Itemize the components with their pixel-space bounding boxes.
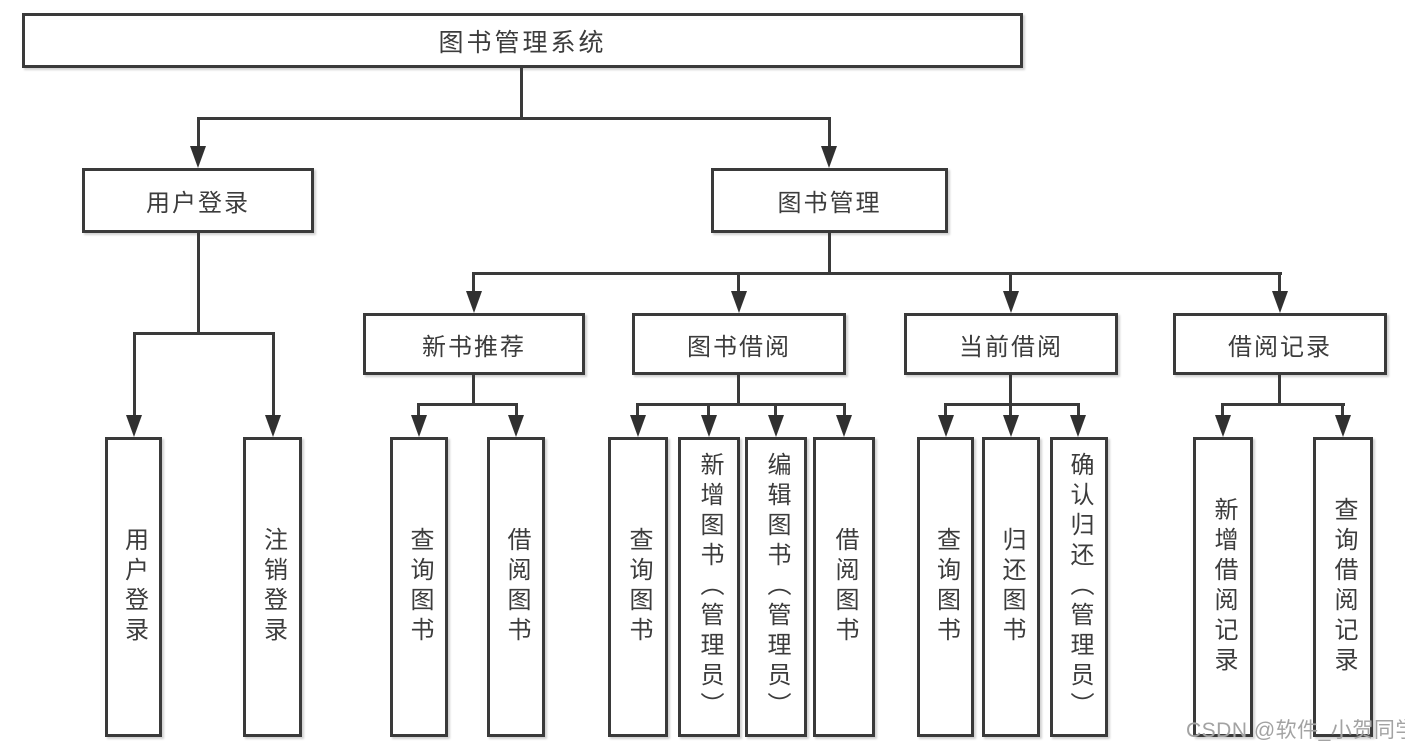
connector-cb-vertical	[1009, 375, 1012, 406]
leaf-br-query-record: 查询借阅记录	[1313, 437, 1373, 737]
connector-stub	[944, 403, 947, 423]
leaf-br-add-record-label: 新增借阅记录	[1210, 497, 1237, 677]
leaf-bb-borrow-books-label: 借阅图书	[831, 527, 858, 647]
arrowhead-down-icon	[1003, 415, 1019, 437]
connector-stub	[774, 403, 777, 423]
connector-stub	[636, 403, 639, 423]
node-book-mgmt: 图书管理	[711, 168, 948, 233]
connector-stub	[843, 403, 846, 423]
leaf-user-login-label: 用户登录	[120, 527, 148, 647]
leaf-nbr-borrow-books: 借阅图书	[487, 437, 545, 737]
arrowhead-down-icon	[508, 415, 524, 437]
leaf-nbr-borrow-books-label: 借阅图书	[503, 527, 530, 647]
node-user-login-label: 用户登录	[146, 190, 250, 217]
node-new-book-rec-label: 新书推荐	[422, 333, 526, 361]
connector-bookmgmt-vertical	[828, 231, 831, 275]
connector-stub-book-mgmt	[828, 117, 831, 151]
connector-nbr-horizontal	[417, 403, 518, 406]
connector-stub	[1009, 403, 1012, 423]
leaf-cb-query-books: 查询图书	[917, 437, 974, 737]
leaf-bb-query-books: 查询图书	[608, 437, 668, 737]
arrowhead-down-icon	[821, 146, 837, 168]
connector-nbr-vertical	[472, 375, 475, 406]
node-new-book-rec: 新书推荐	[363, 313, 585, 375]
arrowhead-down-icon	[190, 146, 206, 168]
leaf-cb-confirm-return-admin-label: 确认归还（管理员）	[1066, 452, 1093, 722]
connector-stub	[1341, 403, 1344, 423]
connector-stub	[515, 403, 518, 423]
leaf-br-add-record: 新增借阅记录	[1193, 437, 1253, 737]
arrowhead-down-icon	[768, 415, 784, 437]
leaf-bb-edit-books-admin-label: 编辑图书（管理员）	[763, 452, 790, 722]
connector-stub	[417, 403, 420, 423]
leaf-user-login: 用户登录	[105, 437, 162, 737]
arrowhead-down-icon	[265, 415, 281, 437]
connector-stub-currentborrow	[1009, 272, 1012, 296]
node-user-login: 用户登录	[82, 168, 314, 233]
arrowhead-down-icon	[630, 415, 646, 437]
leaf-bb-add-books-admin: 新增图书（管理员）	[678, 437, 740, 737]
connector-stub-leaf-logout	[272, 332, 275, 420]
node-borrow-records: 借阅记录	[1173, 313, 1387, 375]
leaf-cb-confirm-return-admin: 确认归还（管理员）	[1050, 437, 1108, 737]
node-current-borrow: 当前借阅	[904, 313, 1118, 375]
connector-root-vertical	[520, 66, 523, 118]
leaf-nbr-query-books-label: 查询图书	[406, 527, 433, 647]
node-root-label: 图书管理系统	[438, 28, 607, 57]
connector-root-horizontal	[197, 117, 831, 120]
arrowhead-down-icon	[938, 415, 954, 437]
leaf-bb-query-books-label: 查询图书	[625, 527, 652, 647]
leaf-logout-label: 注销登录	[259, 527, 287, 647]
connector-stub	[1077, 403, 1080, 423]
connector-stub-newbookrec	[472, 272, 475, 296]
leaf-bb-edit-books-admin: 编辑图书（管理员）	[745, 437, 807, 737]
arrowhead-down-icon	[1070, 415, 1086, 437]
arrowhead-down-icon	[1335, 415, 1351, 437]
connector-bb-horizontal	[636, 403, 846, 406]
arrowhead-down-icon	[411, 415, 427, 437]
arrowhead-down-icon	[731, 291, 747, 313]
connector-stub-bookborrow	[737, 272, 740, 296]
leaf-cb-return-books: 归还图书	[982, 437, 1040, 737]
arrowhead-down-icon	[126, 415, 142, 437]
leaf-cb-query-books-label: 查询图书	[932, 527, 960, 647]
connector-level3-horizontal	[472, 272, 1282, 275]
connector-br-vertical	[1278, 375, 1281, 406]
connector-br-horizontal	[1221, 403, 1345, 406]
connector-userlogin-vertical	[197, 231, 200, 334]
arrowhead-down-icon	[466, 291, 482, 313]
arrowhead-down-icon	[1272, 291, 1288, 313]
arrowhead-down-icon	[701, 415, 717, 437]
connector-bb-vertical	[737, 375, 740, 406]
leaf-bb-borrow-books: 借阅图书	[813, 437, 875, 737]
node-book-borrow: 图书借阅	[632, 313, 846, 375]
connector-stub-user-login	[197, 117, 200, 151]
node-borrow-records-label: 借阅记录	[1228, 333, 1332, 361]
connector-stub-leaf-userlogin	[133, 332, 136, 420]
leaf-bb-add-books-admin-label: 新增图书（管理员）	[696, 452, 723, 722]
arrowhead-down-icon	[1215, 415, 1231, 437]
arrowhead-down-icon	[836, 415, 852, 437]
leaf-nbr-query-books: 查询图书	[390, 437, 448, 737]
connector-stub	[707, 403, 710, 423]
node-book-borrow-label: 图书借阅	[687, 333, 791, 361]
connector-stub-borrowrecords	[1278, 272, 1281, 296]
csdn-watermark: CSDN @软件_小贺同学	[1186, 719, 1405, 742]
leaf-logout: 注销登录	[243, 437, 302, 737]
connector-stub	[1221, 403, 1224, 423]
leaf-br-query-record-label: 查询借阅记录	[1330, 497, 1357, 677]
node-root-system: 图书管理系统	[22, 13, 1023, 68]
arrowhead-down-icon	[1003, 291, 1019, 313]
node-current-borrow-label: 当前借阅	[959, 333, 1063, 361]
connector-userlogin-horizontal	[133, 332, 275, 335]
connector-cb-horizontal	[944, 403, 1080, 406]
leaf-cb-return-books-label: 归还图书	[998, 527, 1025, 647]
node-book-mgmt-label: 图书管理	[777, 190, 882, 217]
